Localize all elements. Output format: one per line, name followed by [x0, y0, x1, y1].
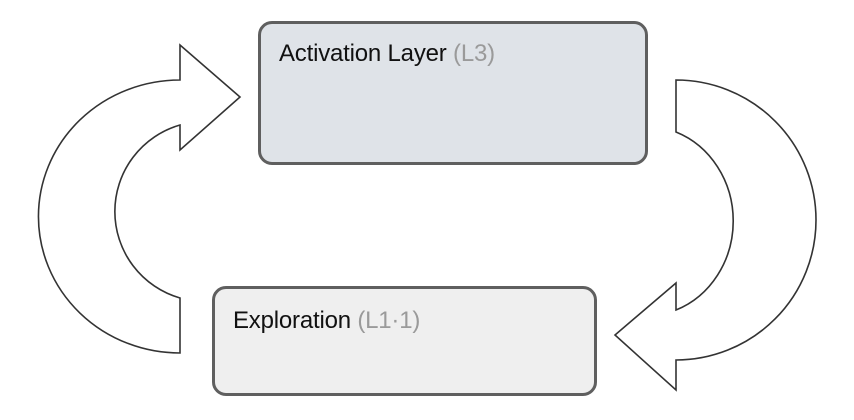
activation-layer-label: Activation Layer (L3)	[279, 40, 495, 68]
exploration-node: Exploration (L1·1)	[212, 286, 597, 396]
arrow-activation-to-exploration	[613, 79, 817, 392]
activation-layer-node: Activation Layer (L3)	[258, 21, 648, 165]
activation-layer-level: (L3)	[453, 40, 495, 67]
exploration-title: Exploration	[233, 307, 351, 334]
arrow-exploration-to-activation	[37, 43, 242, 354]
activation-layer-title: Activation Layer	[279, 40, 447, 67]
exploration-label: Exploration (L1·1)	[233, 307, 420, 335]
exploration-level: (L1·1)	[357, 307, 421, 334]
